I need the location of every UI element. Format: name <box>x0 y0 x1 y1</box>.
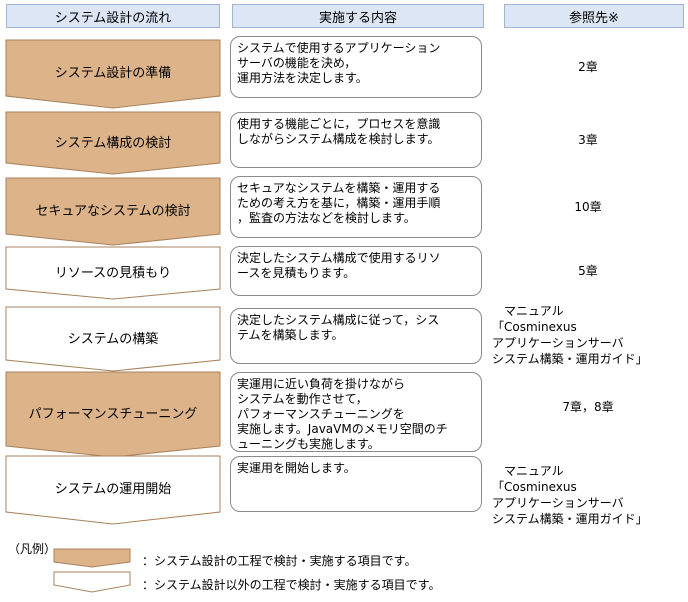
step-label-5: システムの構築 <box>67 331 159 347</box>
step-label-7: システムの運用開始 <box>54 481 172 497</box>
step-content-7: 実運用を開始します。 <box>230 456 482 512</box>
step-reference-1: 2章 <box>578 60 598 74</box>
step-content-3: セキュアなシステムを構築・運用する ための考え方を基に，構築・運用手順 ，監査の… <box>230 176 482 238</box>
arrow-step-6 <box>5 371 221 458</box>
step-reference-2: 3章 <box>578 133 598 147</box>
arrow-step-2 <box>5 111 221 175</box>
header-flow: システム設計の流れ <box>6 4 220 28</box>
step-reference-7: マニュアル 「Cosminexus アプリケーションサーバ システム構築・運用ガ… <box>492 464 648 526</box>
legend-other-swatch <box>53 571 131 593</box>
step-reference-4: 5章 <box>578 264 598 278</box>
step-reference-6: 7章，8章 <box>562 400 614 414</box>
legend-other-text: ：システム設計以外の工程で検討・実施する項目です。 <box>142 578 441 592</box>
header-reference: 参照先※ <box>504 4 684 28</box>
step-content-6: 実運用に近い負荷を掛けながら システムを動作させて， パフォーマンスチューニング… <box>230 372 482 452</box>
arrow-step-7 <box>5 455 221 525</box>
step-label-6: パフォーマンスチューニング <box>28 406 198 422</box>
step-reference-5: マニュアル 「Cosminexus アプリケーションサーバ システム構築・運用ガ… <box>492 304 648 366</box>
step-label-2: システム構成の検討 <box>54 135 172 151</box>
arrow-step-4 <box>5 246 221 300</box>
step-content-1: システムで使用するアプリケーション サーバの機能を決め， 運用方法を決定します。 <box>230 36 482 98</box>
legend-title: （凡例） <box>8 542 57 556</box>
header-content: 実施する内容 <box>232 4 484 28</box>
step-label-4: リソースの見積もり <box>54 265 172 281</box>
step-content-5: 決定したシステム構成に従って，シス テムを構築します。 <box>230 308 482 364</box>
step-content-2: 使用する機能ごとに，プロセスを意識 しながらシステム構成を検討します。 <box>230 112 482 168</box>
step-reference-3: 10章 <box>574 200 602 214</box>
arrow-step-1 <box>5 39 221 109</box>
step-content-4: 決定したシステム構成で使用するリソ ースを見積もります。 <box>230 246 482 296</box>
legend-design-swatch <box>53 548 131 568</box>
step-label-1: システム設計の準備 <box>54 65 172 81</box>
arrow-step-5 <box>5 306 221 372</box>
arrow-step-3 <box>5 177 221 246</box>
step-label-3: セキュアなシステムの検討 <box>35 203 191 219</box>
legend-design-text: ：システム設計の工程で検討・実施する項目です。 <box>142 554 417 568</box>
